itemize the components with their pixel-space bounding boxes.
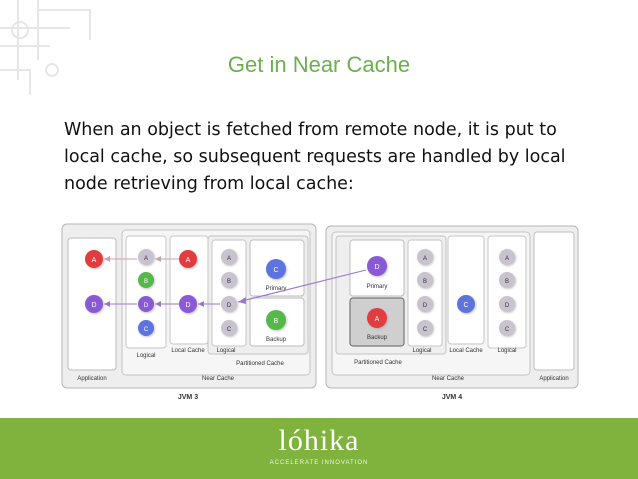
jvm4-logical-node-a: A	[499, 249, 515, 265]
jvm3-primary-node-c: C	[266, 259, 286, 279]
svg-text:B: B	[227, 279, 231, 285]
jvm4-primary-label: Primary	[367, 284, 388, 290]
jvm3-logical-node-d: D	[138, 296, 154, 312]
svg-text:D: D	[374, 264, 379, 271]
jvm3-backup-node-b: B	[266, 310, 286, 330]
logical-to-app-arrowhead	[104, 301, 110, 307]
svg-text:A: A	[505, 256, 509, 262]
svg-text:D: D	[144, 303, 149, 309]
jvm4-pc-node-b: B	[417, 272, 433, 288]
near-to-local-arrowhead	[198, 301, 204, 307]
near-cache-diagram: A D A B D C A D A B D C C B Primary Back…	[61, 223, 579, 401]
svg-text:A: A	[375, 316, 380, 323]
svg-text:C: C	[273, 267, 278, 274]
svg-text:B: B	[144, 279, 148, 285]
jvm4-logical-node-b: B	[499, 272, 515, 288]
jvm3-pc-node-d: D	[221, 296, 237, 312]
jvm4-logical-label: Logical	[497, 348, 516, 354]
footer-bar	[0, 418, 638, 479]
jvm3-backup-label: Backup	[266, 337, 287, 343]
jvm4-pc-node-a: A	[417, 249, 433, 265]
jvm4-backup-label: Backup	[367, 335, 388, 341]
jvm4-primary-node-d: D	[367, 256, 387, 276]
svg-text:A: A	[227, 256, 231, 262]
jvm4-pc-logical-label: Logical	[412, 348, 431, 354]
svg-text:A: A	[186, 257, 191, 264]
jvm3-partitioned-cache-label: Partitioned Cache	[236, 361, 284, 367]
slide-body-text: When an object is fetched from remote no…	[64, 120, 566, 194]
jvm3-logical-box	[125, 235, 167, 349]
jvm4-application-box	[533, 231, 575, 371]
svg-text:D: D	[91, 302, 96, 309]
svg-text:C: C	[505, 327, 510, 333]
jvm3-local-node-a: A	[179, 250, 197, 268]
jvm4-label: JVM 4	[442, 394, 462, 401]
jvm3-logical-node-b: B	[138, 272, 154, 288]
svg-text:D: D	[185, 302, 190, 309]
local-a-to-logical-arrowhead	[155, 256, 161, 262]
jvm3-app-node-a: A	[85, 250, 103, 268]
svg-text:C: C	[227, 327, 232, 333]
svg-text:D: D	[227, 303, 232, 309]
company-tagline: ACCELERATE INNOVATION	[269, 460, 369, 466]
svg-text:B: B	[274, 318, 279, 325]
jvm3-pc-node-c: C	[221, 320, 237, 336]
company-logo: lóhika	[278, 424, 360, 457]
jvm4-logical-box	[487, 235, 527, 349]
jvm4-partitioned-cache-label: Partitioned Cache	[354, 360, 402, 366]
jvm3-logical-label: Logical	[136, 353, 155, 359]
jvm4-local-node-c: C	[457, 295, 475, 313]
svg-text:A: A	[423, 256, 427, 262]
svg-text:C: C	[144, 327, 149, 333]
jvm3-local-cache-label: Local Cache	[171, 348, 205, 354]
svg-text:C: C	[423, 327, 428, 333]
slide-title: Get in Near Cache	[227, 52, 411, 77]
jvm3-pc-logical-box	[211, 239, 247, 347]
remote-fetch-arrow	[237, 269, 367, 303]
jvm3-pc-logical-label: Logical	[216, 348, 235, 354]
svg-text:C: C	[463, 302, 468, 309]
jvm4-application-label: Application	[539, 376, 568, 382]
jvm3-logical-node-c: C	[138, 320, 154, 336]
svg-text:D: D	[505, 303, 510, 309]
svg-text:D: D	[423, 303, 428, 309]
svg-text:A: A	[92, 257, 97, 264]
local-to-logical-arrowhead	[155, 301, 161, 307]
jvm3-pc-node-b: B	[221, 272, 237, 288]
svg-text:B: B	[505, 279, 509, 285]
jvm3-application-label: Application	[77, 376, 106, 382]
jvm4-logical-node-d: D	[499, 296, 515, 312]
jvm3-label: JVM 3	[178, 394, 198, 401]
jvm3-pc-node-a: A	[221, 249, 237, 265]
svg-text:B: B	[423, 279, 427, 285]
svg-text:A: A	[144, 256, 148, 262]
remote-fetch-arrowhead	[238, 297, 246, 304]
jvm3-primary-label: Primary	[266, 286, 287, 292]
logical-a-to-app-arrowhead	[104, 256, 110, 262]
background-decoration	[0, 0, 91, 95]
jvm4-pc-node-d: D	[417, 296, 433, 312]
jvm3-logical-node-a: A	[138, 249, 154, 265]
jvm4-backup-node-a: A	[367, 308, 387, 328]
jvm3-local-node-d: D	[179, 295, 197, 313]
jvm4-pc-node-c: C	[417, 320, 433, 336]
jvm3-near-cache-label: Near Cache	[202, 376, 235, 382]
jvm3-app-node-d: D	[85, 295, 103, 313]
jvm4-logical-node-c: C	[499, 320, 515, 336]
jvm4-local-cache-box	[447, 235, 485, 345]
jvm4-pc-logical-box	[407, 239, 443, 347]
jvm4-local-cache-label: Local Cache	[449, 348, 483, 354]
jvm4-near-cache-label: Near Cache	[432, 376, 465, 382]
